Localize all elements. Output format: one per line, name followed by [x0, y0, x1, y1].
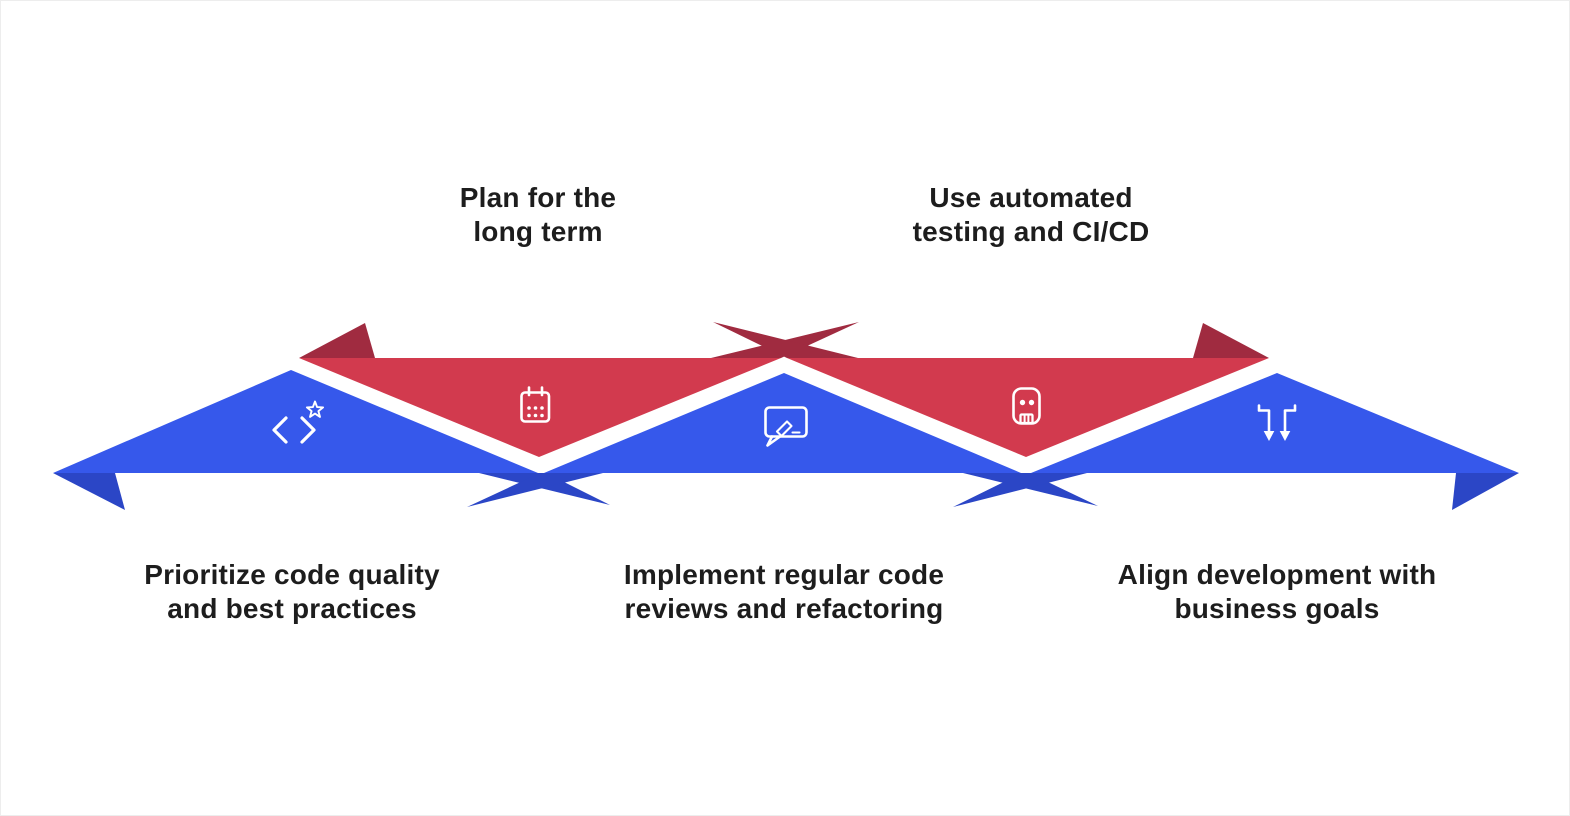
robot-eyes	[1019, 399, 1035, 406]
code-star-icon	[272, 400, 325, 444]
robot-icon	[1012, 387, 1041, 425]
pencil-glyph	[775, 420, 793, 438]
step-4-label-line-2: testing and CI/CD	[912, 216, 1150, 247]
step-2-label-line-1: Plan for the	[459, 182, 617, 213]
step-3-label-line-2: reviews and refactoring	[624, 593, 944, 624]
arrow-1-body	[53, 370, 538, 473]
arrow-4-left-fold	[713, 322, 858, 358]
step-4-label-line-1: Use automated	[929, 182, 1133, 213]
arrow-4-body	[787, 358, 1269, 457]
left-arrowhead	[1263, 431, 1275, 441]
right-down-arrow	[1283, 404, 1297, 434]
right-arrowhead	[1279, 431, 1291, 441]
arrow-5-left-fold	[953, 473, 1087, 507]
step-5-label-line-1: Align development with	[1117, 559, 1437, 590]
arrow-1-right-fold	[479, 473, 610, 505]
blue-fold-shadows	[53, 473, 1519, 510]
star-outline	[305, 400, 325, 418]
arrow-2-left-fold	[299, 323, 375, 358]
bubble-outline	[764, 406, 808, 438]
arrow-5-right-fold	[1452, 473, 1519, 510]
calendar-icon	[520, 386, 551, 423]
step-4-label: Use automated testing and CI/CD	[913, 181, 1150, 249]
step-3-label-line-1: Implement regular code	[623, 559, 945, 590]
converge-arrows-icon	[1257, 404, 1297, 441]
code-right-bracket	[300, 416, 316, 444]
arrow-4-right-fold	[1193, 323, 1269, 358]
red-fold-shadows	[299, 322, 1269, 358]
step-3-label: Implement regular code reviews and refac…	[624, 558, 944, 626]
arrow-5-body	[1031, 373, 1519, 473]
step-5-label: Align development with business goals	[1118, 558, 1437, 626]
calendar-dots	[527, 406, 544, 418]
calendar-body	[520, 391, 551, 423]
step-2-label: Plan for the long term	[460, 181, 616, 249]
step-1-label: Prioritize code quality and best practic…	[144, 558, 440, 626]
arrow-3-left-fold	[467, 473, 603, 507]
arrow-2-body	[299, 358, 781, 457]
comment-edit-icon	[764, 406, 808, 447]
arrow-1-left-fold	[53, 473, 125, 510]
step-1-label-line-2: and best practices	[167, 593, 417, 624]
left-down-arrow	[1257, 404, 1271, 434]
step-2-label-line-2: long term	[473, 216, 603, 247]
robot-mouth	[1019, 413, 1034, 425]
code-left-bracket	[272, 416, 288, 444]
arrow-3-body	[544, 373, 1021, 473]
step-1-label-line-1: Prioritize code quality	[144, 559, 440, 590]
arrow-3-right-fold	[963, 473, 1098, 506]
step-5-label-line-2: business goals	[1174, 593, 1380, 624]
bubble-tail	[766, 435, 782, 447]
